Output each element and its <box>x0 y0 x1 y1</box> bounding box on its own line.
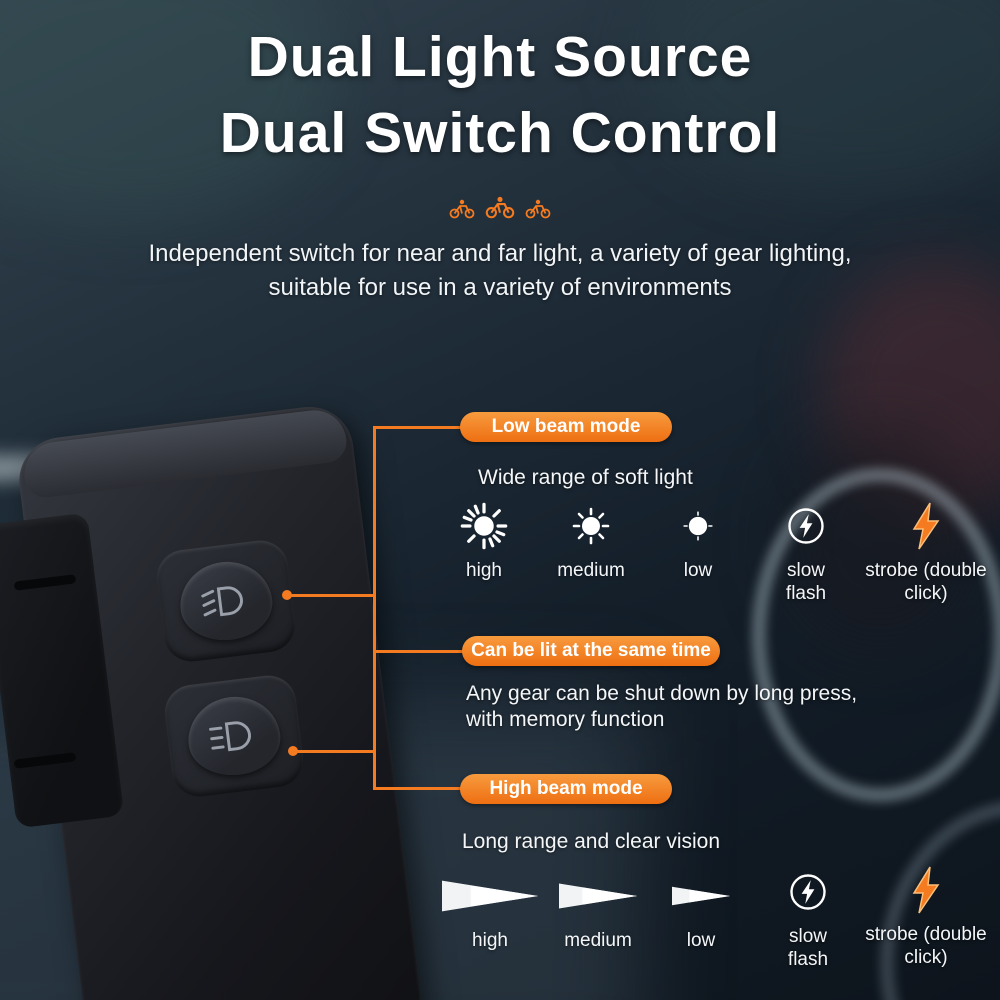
mode-label: high <box>472 930 508 951</box>
high-beam-mode-high: high <box>438 868 542 953</box>
simultaneous-description-line1: Any gear can be shut down by long press, <box>466 682 858 705</box>
high-beam-mode-medium: medium <box>548 868 648 953</box>
low-beam-mode-slow-flash: slow flash <box>760 498 852 606</box>
headlight-beam-icon <box>209 721 251 752</box>
callout-line-button2 <box>293 750 375 753</box>
bike-light-top-face <box>20 406 349 500</box>
subtitle-line1: Independent switch for near and far ligh… <box>148 240 852 267</box>
low-beam-mode-low: low <box>654 498 742 583</box>
mode-label: low <box>686 930 716 951</box>
lightning-circle-icon <box>790 874 826 910</box>
high-beam-mode-badge: High beam mode <box>460 774 672 804</box>
simultaneous-description-line2: with memory function <box>466 708 665 731</box>
mode-label: medium <box>557 560 625 581</box>
high-beam-mode-strobe: strobe (double click) <box>855 862 997 970</box>
subtitle-line2: suitable for use in a variety of environ… <box>268 274 732 301</box>
low-beam-mode-badge: Low beam mode <box>460 412 672 442</box>
high-beam-description: Long range and clear vision <box>462 830 721 853</box>
page-title-line1: Dual Light Source <box>247 25 753 89</box>
low-beam-description: Wide range of soft light <box>478 466 693 489</box>
callout-line-high-beam <box>373 787 463 790</box>
high-beam-button[interactable] <box>161 672 307 800</box>
mode-label: slow flash <box>787 926 829 970</box>
mode-label: strobe (double click) <box>865 924 987 968</box>
cyclist-icon <box>485 196 515 219</box>
lightning-circle-icon <box>788 508 824 544</box>
callout-dot-button2 <box>288 746 298 756</box>
light-beam-icon <box>672 886 730 906</box>
cyclist-icon <box>449 199 475 219</box>
light-beam-icon <box>559 883 637 909</box>
low-beam-mode-strobe: strobe (double click) <box>855 498 997 606</box>
light-beam-icon <box>442 880 538 912</box>
sun-high-icon <box>460 502 508 550</box>
callout-line-button1 <box>287 594 375 597</box>
high-beam-mode-low: low <box>656 868 746 953</box>
low-beam-button[interactable] <box>153 537 299 665</box>
low-beam-button-cap[interactable] <box>175 556 277 646</box>
headlight-beam-icon <box>201 586 243 617</box>
divider-cyclist-icons <box>0 196 1000 219</box>
callout-line-simultaneous <box>373 650 465 653</box>
lightning-bolt-icon <box>912 866 940 914</box>
callout-line-vertical <box>373 426 376 790</box>
mode-label: low <box>683 560 713 581</box>
high-beam-button-cap[interactable] <box>183 691 285 781</box>
mode-label: strobe (double click) <box>865 560 987 604</box>
simultaneous-badge: Can be lit at the same time <box>462 636 720 666</box>
low-beam-mode-high: high <box>440 498 528 583</box>
mode-label: high <box>466 560 502 581</box>
mode-label: slow flash <box>785 560 827 604</box>
cyclist-icon <box>525 199 551 219</box>
mode-label: medium <box>564 930 632 951</box>
high-beam-mode-slow-flash: slow flash <box>762 864 854 972</box>
sun-medium-icon <box>572 507 610 545</box>
lightning-bolt-icon <box>912 502 940 550</box>
callout-dot-button1 <box>282 590 292 600</box>
page-title-line2: Dual Switch Control <box>219 101 781 165</box>
callout-line-low-beam <box>373 426 463 429</box>
low-beam-mode-medium: medium <box>542 498 640 583</box>
sun-low-icon <box>683 511 713 541</box>
